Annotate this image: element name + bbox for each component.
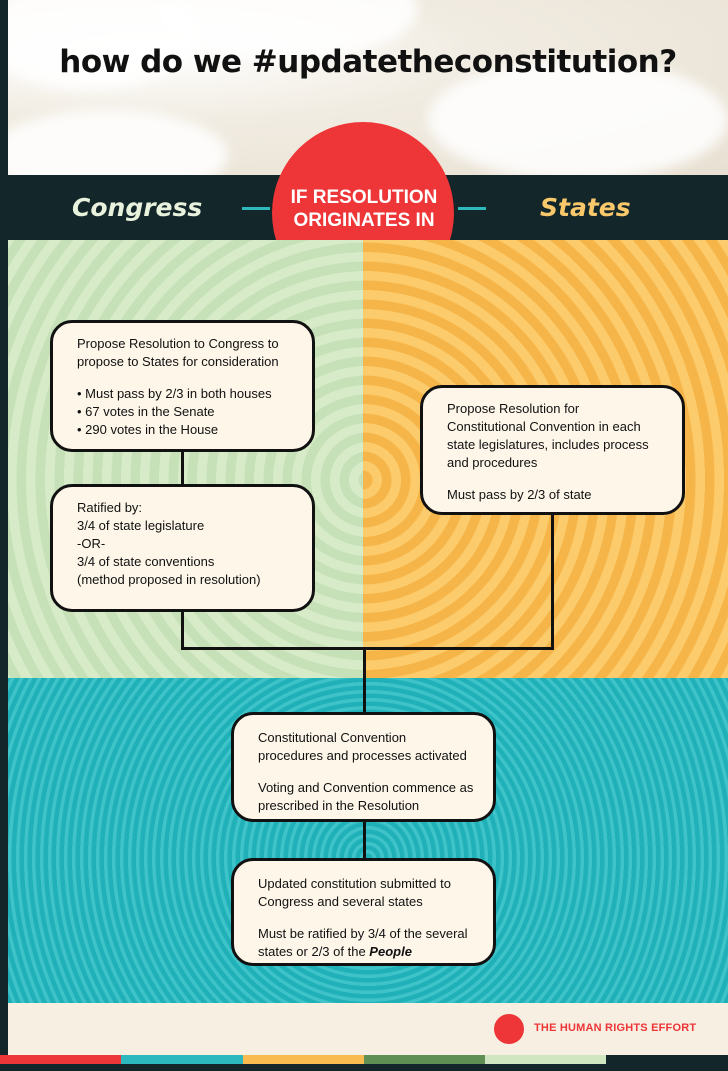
box-text: Updated constitution submitted to [258, 876, 451, 891]
box-text: Propose Resolution to Congress to [77, 336, 279, 351]
footer-stripe-lightgreen [485, 1055, 606, 1064]
footer-stripe-dark [606, 1055, 728, 1064]
box-text-prefix: states or 2/3 of the [258, 944, 370, 959]
connector-congress-ratified [181, 450, 184, 486]
connector-horizontal [181, 647, 554, 650]
box-text: Ratified by: [77, 500, 143, 515]
states-label: States [540, 193, 631, 222]
connector-to-submitted [363, 820, 366, 860]
footer-stripe-green [364, 1055, 485, 1064]
submitted-box: Updated constitution submitted to Congre… [231, 858, 496, 966]
footer-stripe-teal [121, 1055, 243, 1064]
congress-panel [8, 240, 363, 678]
footer-stripe-red [0, 1055, 121, 1064]
page-title: how do we #updatetheconstitution? [59, 44, 677, 80]
box-text: states or 2/3 of the People [258, 943, 475, 961]
origin-heading-line2: ORIGINATES IN [293, 210, 435, 231]
footer [8, 1003, 728, 1055]
bullet-item: • 290 votes in the House [77, 422, 219, 437]
origin-heading-line1: IF RESOLUTION [290, 187, 438, 208]
cloud-shape [8, 110, 228, 175]
box-text: Constitutional Convention in each [447, 419, 641, 434]
connector-to-convention [363, 647, 366, 714]
box-text: propose to States for consideration [77, 354, 279, 369]
bullet-item: • 67 votes in the Senate [77, 404, 215, 419]
cloud-header: how do we #updatetheconstitution? [8, 0, 728, 175]
connector-ratified-down [181, 610, 184, 650]
congress-label: Congress [72, 193, 203, 222]
footer-stripe-yellow [243, 1055, 364, 1064]
box-text: Constitutional Convention [258, 730, 407, 745]
org-name: THE HUMAN RIGHTS EFFORT [534, 1022, 697, 1034]
box-text: Must pass by 2/3 of state [447, 487, 592, 502]
people-emphasis: People [369, 944, 412, 959]
convention-box: Constitutional Convention procedures and… [231, 712, 496, 822]
box-text: Congress and several states [258, 894, 423, 909]
origin-heading: IF RESOLUTION ORIGINATES IN [0, 186, 728, 232]
box-text: -OR- [77, 536, 106, 551]
bullet-item: • Must pass by 2/3 in both houses [77, 386, 272, 401]
connector-states-down [551, 513, 554, 650]
box-text: Voting and Convention commence as [258, 780, 474, 795]
cloud-shape [428, 60, 728, 175]
states-propose-box: Propose Resolution for Constitutional Co… [420, 385, 685, 515]
box-text: state legislatures, includes process [447, 437, 649, 452]
ratified-box: Ratified by: 3/4 of state legislature -O… [50, 484, 315, 612]
dash-right [458, 207, 486, 210]
logo-circle-icon [494, 1014, 524, 1044]
box-text: (method proposed in resolution) [77, 572, 261, 587]
box-text: Propose Resolution for [447, 401, 580, 416]
box-text: and procedures [447, 455, 538, 470]
box-text: procedures and processes activated [258, 748, 467, 763]
congress-propose-box: Propose Resolution to Congress to propos… [50, 320, 315, 452]
box-text: prescribed in the Resolution [258, 798, 420, 813]
box-text: 3/4 of state conventions [77, 554, 215, 569]
box-text: Must be ratified by 3/4 of the several [258, 926, 468, 941]
box-text: 3/4 of state legislature [77, 518, 205, 533]
dash-left [242, 207, 270, 210]
